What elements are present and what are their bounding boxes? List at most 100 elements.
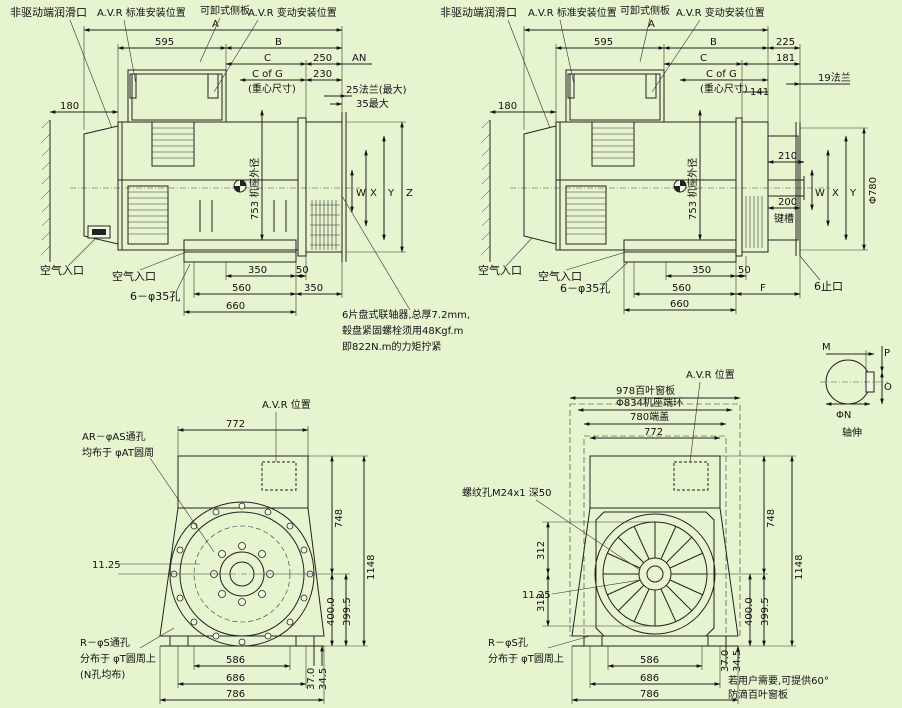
fr-note-2: 防滴百叶窗板 (728, 688, 788, 701)
dim-Y: Y (387, 188, 395, 199)
label-air-in-r2: 空气入口 (538, 269, 582, 283)
front-view-left: 772 A.V.R 位置 AR－φAS通孔 均布于 φAT圆周 748 1148… (80, 398, 377, 704)
dim-B: B (275, 37, 282, 48)
dim-50-r: 50 (738, 265, 751, 276)
fl-r-holes-2: 分布于 φT圆周上 (80, 653, 156, 665)
callout-avr-std-r: A.V.R 标准安装位置 (528, 6, 617, 19)
dim-1148-fl: 1148 (366, 555, 377, 580)
dim-560: 560 (232, 283, 251, 294)
shaft-M: M (822, 342, 831, 353)
fr-thread: 螺纹孔M24x1 深50 (462, 486, 552, 499)
label-air-in-1: 空气入口 (40, 263, 84, 277)
inner-holes-left (210, 542, 274, 606)
dim-350-r: 350 (692, 265, 711, 276)
label-coupling-2: 毂盘紧固螺栓须用48Kgf.m (342, 324, 463, 337)
dim-230: 230 (313, 69, 332, 80)
dim-cofg-sub-r: (重心尺寸) (700, 82, 748, 95)
dim-595: 595 (155, 37, 174, 48)
dim-W-r: W (815, 188, 825, 199)
dim-786-fl: 786 (226, 689, 245, 700)
callout-avr-alt-r: A.V.R 变动安装位置 (676, 6, 765, 19)
dim-F: F (760, 283, 766, 294)
dim-3995-fr: 399.5 (760, 597, 771, 626)
label-holes-left: 6－φ35孔 (130, 290, 180, 303)
bolt-holes-left (170, 502, 314, 646)
dim-50: 50 (296, 265, 309, 276)
fr-endcover: 780端盖 (630, 410, 669, 423)
flange-25: 25法兰(最大) (346, 83, 407, 96)
shaft-phiN: ΦN (836, 410, 851, 421)
dim-cofg: C of G (252, 69, 283, 80)
dim-586-fr: 586 (640, 655, 659, 666)
fr-s-holes-2: 分布于 φT圆周上 (488, 653, 564, 665)
dim-312b: 312 (536, 593, 547, 612)
label-stop-6: 6止口 (814, 280, 843, 293)
fl-ar-holes-2: 均布于 φAT圆周 (82, 447, 154, 459)
fr-louver: 978百叶窗板 (616, 384, 675, 397)
dim-560-r: 560 (672, 283, 691, 294)
dim-3995-fl: 399.5 (342, 597, 353, 626)
side-view-right: 180 753 机座外径 (440, 4, 879, 314)
dim-772-fr: 772 (644, 427, 663, 438)
dim-Z: Z (406, 188, 413, 199)
dim-1125-fr: 11.25 (522, 590, 551, 601)
dim-141: 141 (750, 87, 769, 98)
dim-1125-fl: 11.25 (92, 560, 121, 571)
label-keyway: 键槽 (774, 212, 794, 225)
fr-note-1: 若用户需要,可提供60° (728, 674, 829, 687)
dim-cofg-sub: (重心尺寸) (248, 82, 296, 95)
label-coupling: 6片盘式联轴器,总厚7.2mm, (342, 308, 470, 321)
dim-C: C (264, 53, 271, 64)
fl-r-holes: R－φS通孔 (80, 637, 130, 649)
dim-753: 753 机座外径 (248, 158, 261, 220)
shaft-title: 轴伸 (842, 426, 862, 439)
dim-37-fl: 37.0 (306, 668, 317, 690)
dim-W: W (356, 188, 366, 199)
dim-225: 225 (776, 37, 795, 48)
callout-panel-r: 可卸式侧板 (620, 4, 670, 17)
fr-avr-pos: A.V.R 位置 (686, 368, 735, 381)
dim-A: A (212, 19, 219, 30)
dim-400-fr: 400.0 (744, 597, 755, 626)
flange-19: 19法兰 (818, 71, 851, 84)
fl-avr-pos: A.V.R 位置 (262, 398, 311, 411)
fl-ar-holes: AR－φAS通孔 (82, 431, 146, 443)
dim-748-fr: 748 (766, 509, 777, 528)
callout-nde-lube: 非驱动端润滑口 (10, 5, 87, 19)
dim-350b: 350 (304, 283, 323, 294)
dim-phi780: Φ780 (868, 177, 879, 204)
dim-37-fr: 37.0 (720, 650, 731, 672)
dim-595-r: 595 (594, 37, 613, 48)
label-air-in-r1: 空气入口 (478, 263, 522, 277)
callout-nde-lube-r: 非驱动端润滑口 (440, 5, 517, 19)
front-view-right: 978百叶窗板 Φ834机座端环 780端盖 772 A.V.R 位置 螺纹孔M… (462, 368, 829, 704)
dim-586-fl: 586 (226, 655, 245, 666)
shaft-detail: M P O ΦN 轴伸 (820, 342, 892, 439)
callout-panel: 可卸式侧板 (200, 4, 250, 17)
louver-lines-left (152, 127, 194, 159)
wall-hatch-left (41, 119, 51, 262)
dim-345-fr: 34.5 (732, 650, 743, 672)
shaft-O: O (884, 382, 892, 393)
side-view-left: 180 (10, 4, 470, 353)
dim-180: 180 (60, 101, 79, 112)
dim-C-r: C (700, 53, 707, 64)
dim-180-r: 180 (498, 101, 517, 112)
callout-avr-std: A.V.R 标准安装位置 (97, 6, 186, 19)
label-air-in-2: 空气入口 (112, 269, 156, 283)
callout-avr-alt: A.V.R 变动安装位置 (248, 6, 337, 19)
dim-A-r: A (648, 19, 655, 30)
dim-686-fl: 686 (226, 673, 245, 684)
dim-1148-fr: 1148 (794, 555, 805, 580)
dim-35max: 35最大 (356, 97, 389, 110)
dim-686-fr: 686 (640, 673, 659, 684)
dim-350a: 350 (248, 265, 267, 276)
dim-250: 250 (313, 53, 332, 64)
fan-guard-left (310, 200, 340, 250)
dim-B-r: B (710, 37, 717, 48)
dim-312a: 312 (536, 541, 547, 560)
dim-345-fl: 34.5 (318, 668, 329, 690)
dim-AN: AN (352, 53, 366, 64)
dim-660-r: 660 (670, 299, 689, 310)
